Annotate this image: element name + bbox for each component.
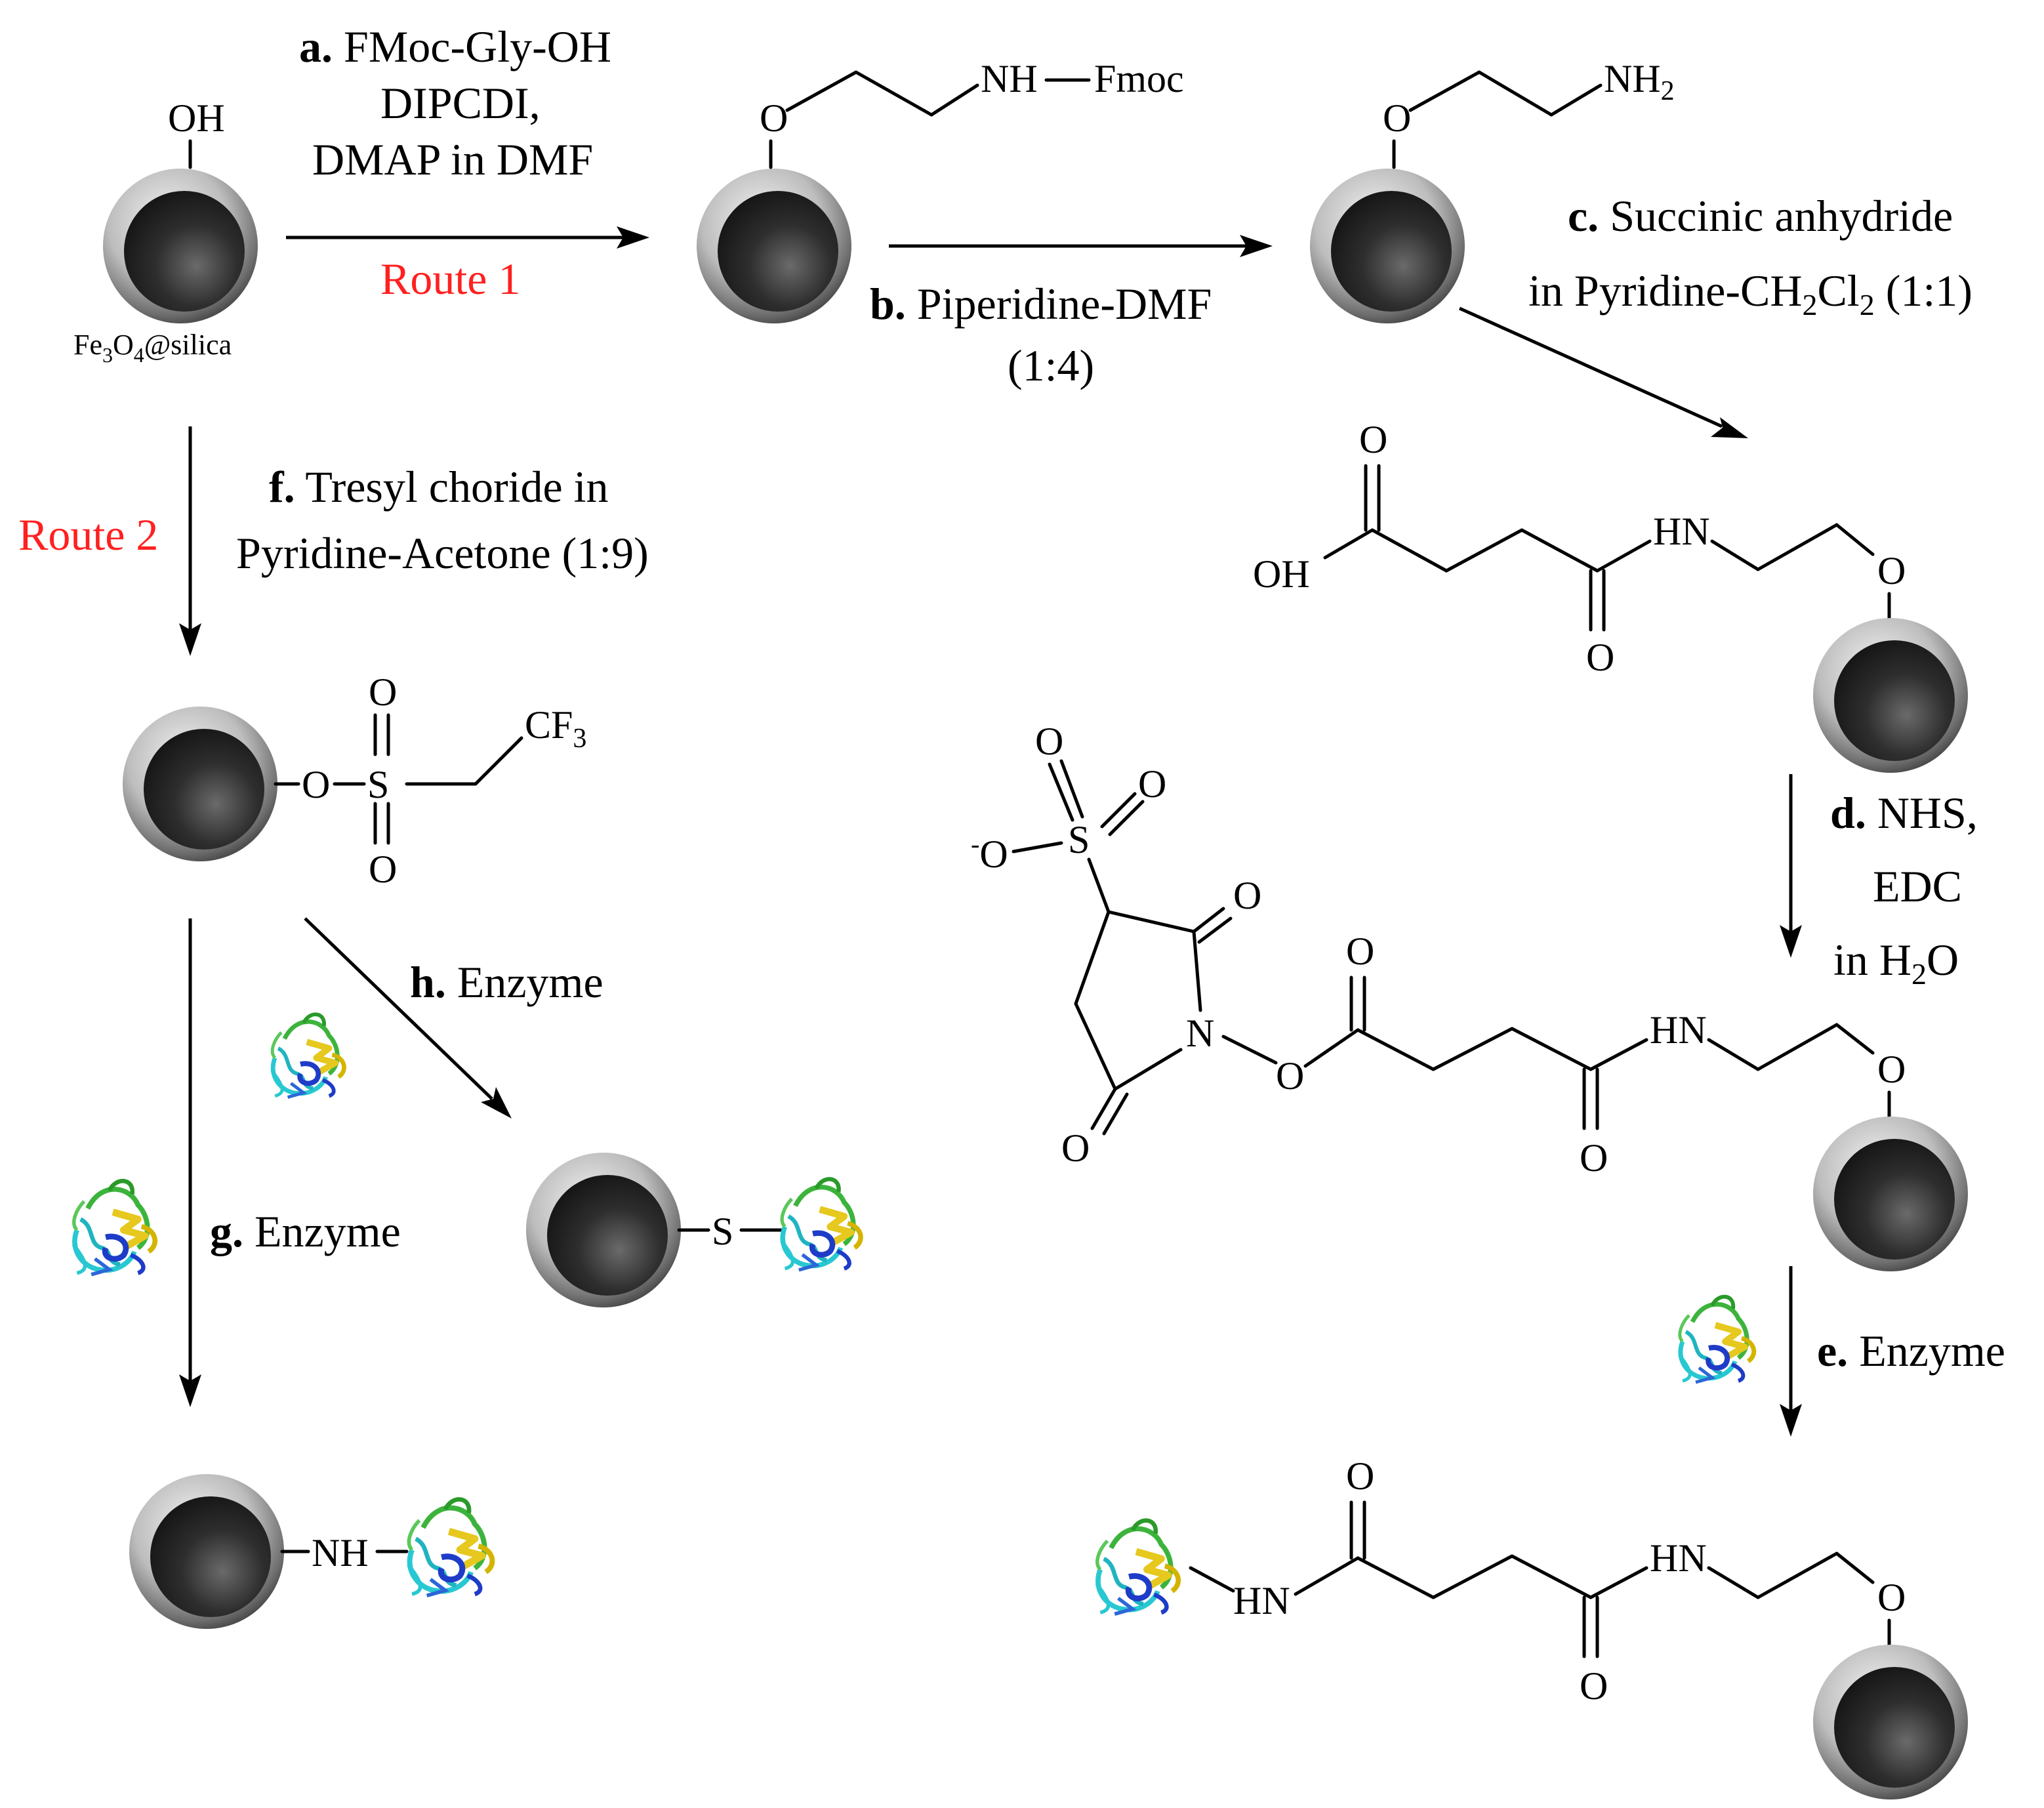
svg-text:f. Tresyl choride in: f. Tresyl choride in: [269, 462, 609, 512]
start-bead-group: OH Fe3O4@silica: [73, 96, 258, 367]
svg-text:in H2O: in H2O: [1833, 935, 1959, 991]
svg-text:O: O: [1580, 1664, 1608, 1708]
nanoparticle-bead-icon: [1813, 1645, 1968, 1799]
enzyme-protein-icon: [1679, 1297, 1754, 1382]
svg-text:Pyridine-Acetone (1:9): Pyridine-Acetone (1:9): [236, 528, 649, 578]
enzyme-protein-icon: [781, 1179, 861, 1270]
product-thioether-conjugate: S: [526, 1153, 861, 1307]
svg-text:HN: HN: [1650, 1008, 1707, 1052]
svg-text:d. NHS,: d. NHS,: [1830, 788, 1978, 838]
route1-label: Route 1: [380, 254, 520, 304]
arrow-b: [889, 235, 1273, 257]
arrow-d: [1780, 774, 1802, 958]
svg-text:O: O: [1346, 1454, 1374, 1498]
product-nhs-ester-group: O O S -O O N O O O O HN: [971, 720, 1968, 1271]
nanoparticle-bead-icon: [1813, 1117, 1968, 1271]
svg-text:O: O: [1359, 418, 1387, 461]
svg-text:S: S: [367, 763, 389, 806]
svg-text:HN: HN: [1650, 1536, 1707, 1580]
svg-text:DMAP in DMF: DMAP in DMF: [312, 134, 593, 184]
step-f-conditions: f. Tresyl choride in Pyridine-Acetone (1…: [236, 462, 649, 578]
svg-text:O: O: [1346, 930, 1374, 973]
svg-text:O: O: [1877, 1576, 1906, 1619]
svg-text:Fmoc: Fmoc: [1094, 57, 1184, 100]
svg-text:HN: HN: [1233, 1579, 1290, 1622]
svg-text:EDC: EDC: [1873, 861, 1962, 911]
svg-text:HN: HN: [1653, 510, 1710, 553]
svg-text:c. Succinic anhydride: c. Succinic anhydride: [1568, 191, 1953, 241]
svg-text:OH: OH: [1253, 552, 1310, 596]
product-amine-conjugate: NH: [129, 1474, 492, 1629]
svg-text:O: O: [1877, 1048, 1906, 1091]
arrow-f: [179, 426, 201, 656]
svg-text:O: O: [369, 848, 397, 891]
arrow-c: [1458, 306, 1748, 438]
svg-text:b. Piperidine-DMF: b. Piperidine-DMF: [870, 279, 1212, 329]
oh-label: OH: [168, 96, 225, 140]
svg-text:S: S: [712, 1210, 733, 1253]
svg-text:O: O: [1580, 1136, 1608, 1180]
svg-text:O: O: [1877, 549, 1906, 592]
enzyme-protein-icon: [1097, 1521, 1178, 1614]
svg-text:NH: NH: [981, 57, 1038, 100]
nanoparticle-bead-icon: [123, 707, 277, 861]
svg-text:DIPCDI,: DIPCDI,: [380, 78, 541, 128]
arrow-g: [179, 918, 201, 1407]
nanoparticle-bead-icon: [526, 1153, 681, 1307]
svg-text:O: O: [1233, 874, 1261, 917]
product-amine-group: O NH2: [1310, 57, 1675, 323]
svg-text:O: O: [302, 763, 330, 806]
svg-text:O: O: [1383, 96, 1411, 140]
start-label: Fe3O4@silica: [73, 329, 232, 367]
step-g-conditions: g. Enzyme: [210, 1206, 401, 1256]
svg-text:N: N: [1186, 1012, 1214, 1055]
enzyme-protein-icon: [73, 1181, 155, 1275]
svg-text:a. FMoc-Gly-OH: a. FMoc-Gly-OH: [299, 22, 611, 72]
nanoparticle-bead-icon: [129, 1474, 284, 1629]
svg-text:O: O: [1586, 636, 1614, 679]
arrow-e: [1780, 1266, 1802, 1437]
step-d-conditions: d. NHS, EDC in H2O: [1830, 788, 1978, 991]
nanoparticle-bead-icon: [103, 169, 258, 323]
svg-text:-O: -O: [971, 829, 1008, 876]
nanoparticle-bead-icon: [1813, 618, 1968, 773]
svg-text:O: O: [1276, 1054, 1304, 1098]
svg-text:O: O: [1035, 720, 1063, 763]
enzyme-protein-icon: [272, 1014, 344, 1097]
arrow-h: [304, 917, 512, 1119]
nanoparticle-bead-icon: [1310, 169, 1465, 323]
product-tresyl-group: O S O O CF3: [123, 670, 586, 891]
svg-text:(1:4): (1:4): [1008, 340, 1094, 390]
svg-text:S: S: [1068, 818, 1090, 861]
svg-text:NH2: NH2: [1604, 57, 1675, 106]
step-e-conditions: e. Enzyme: [1817, 1326, 2005, 1376]
svg-text:O: O: [760, 96, 788, 140]
enzyme-protein-icon: [409, 1500, 493, 1596]
nanoparticle-bead-icon: [697, 169, 851, 323]
svg-text:NH: NH: [312, 1531, 369, 1574]
step-b-conditions: b. Piperidine-DMF (1:4): [870, 279, 1212, 390]
product-acid-group: O OH O HN O: [1253, 418, 1968, 773]
svg-text:O: O: [1061, 1126, 1090, 1170]
arrow-a: [286, 226, 649, 249]
svg-text:O: O: [369, 670, 397, 714]
product-fmoc-group: O NH Fmoc: [697, 57, 1184, 323]
svg-text:O: O: [1138, 762, 1166, 806]
step-h-conditions: h. Enzyme: [410, 957, 603, 1007]
step-a-conditions: a. FMoc-Gly-OH DIPCDI, DMAP in DMF: [299, 22, 611, 184]
svg-text:in Pyridine-CH2Cl2 (1:1): in Pyridine-CH2Cl2 (1:1): [1528, 266, 1972, 321]
svg-text:CF3: CF3: [525, 703, 586, 754]
step-c-conditions: c. Succinic anhydride in Pyridine-CH2Cl2…: [1528, 191, 1972, 321]
route2-label: Route 2: [18, 510, 158, 560]
product-route1-conjugate: HN O O HN O: [1097, 1454, 1968, 1799]
